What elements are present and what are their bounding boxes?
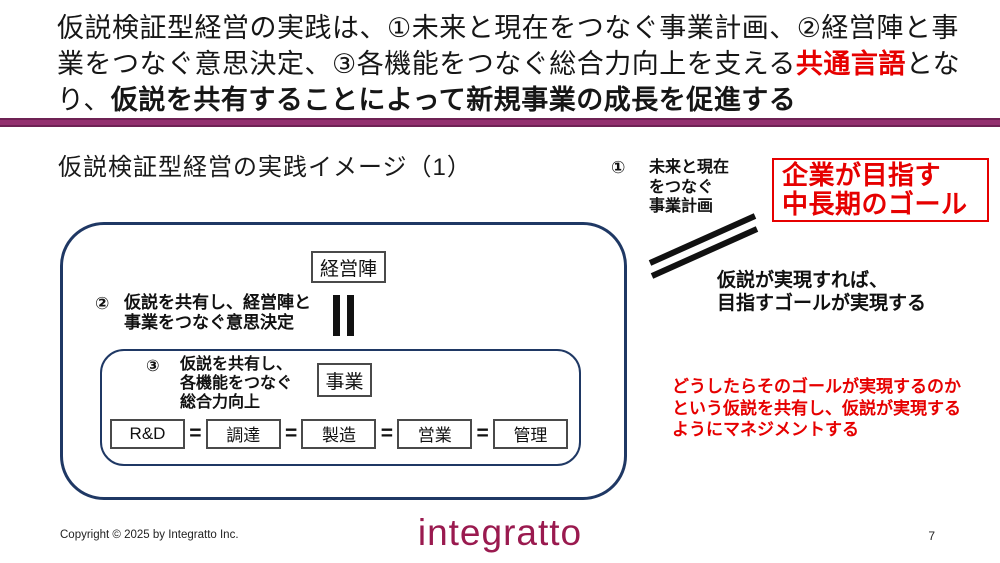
annotation3-text: 仮説を共有し、 各機能をつなぐ 総合力向上	[180, 355, 292, 412]
annotation3-line: 総合力向上	[180, 394, 261, 411]
title-highlight: 共通言語	[795, 49, 906, 79]
diagonal-equals-connector	[648, 213, 759, 279]
function-row: R&D = 調達 = 製造 = 営業 = 管理	[110, 418, 568, 449]
function-box-rd: R&D	[110, 418, 185, 449]
slide-title: 仮説検証型経営の実践は、①未来と現在をつなぐ事業計画、②経営陣と事業をつなぐ意思…	[57, 10, 963, 118]
annotation2-text: 仮説を共有し、経営陣と 事業をつなぐ意思決定	[124, 293, 311, 333]
hypothesis-note-line: 仮説が実現すれば、	[717, 270, 889, 291]
annotation1-line: 事業計画	[649, 198, 714, 215]
management-note-line: どうしたらそのゴールが実現するのか	[672, 377, 961, 396]
annotation3-line: 仮説を共有し、	[180, 356, 293, 373]
annotation2-line: 仮説を共有し、経営陣と	[124, 293, 311, 312]
management-box: 経営陣	[311, 251, 386, 283]
function-box-admin: 管理	[492, 418, 568, 449]
annotation1-line: をつなぐ	[649, 178, 714, 196]
equals-sign: =	[284, 421, 298, 445]
company-logo: integratto	[417, 512, 583, 553]
title-part2: となり、	[57, 49, 961, 115]
annotation3-number: ③	[146, 358, 160, 375]
business-box: 事業	[317, 363, 372, 397]
goal-box-line: 中長期のゴール	[782, 189, 968, 219]
management-note-line: ようにマネジメントする	[672, 420, 859, 439]
page-number: 7	[928, 529, 935, 543]
annotation2-number: ②	[95, 294, 110, 313]
title-part3: 仮説を共有することによって新規事業の成長を促進する	[110, 85, 797, 115]
equals-sign: =	[476, 421, 489, 445]
page-subtitle: 仮説検証型経営の実践イメージ（1）	[58, 154, 472, 181]
annotation2-line: 事業をつなぐ意思決定	[124, 313, 294, 332]
management-note-line: という仮説を共有し、仮説が実現する	[672, 398, 961, 418]
annotation1-text: 未来と現在 をつなぐ 事業計画	[649, 158, 729, 217]
goal-box: 企業が目指す 中長期のゴール	[772, 158, 989, 222]
annotation1-line: 未来と現在	[649, 159, 730, 176]
function-box-procurement: 調達	[205, 418, 281, 449]
hypothesis-note: 仮説が実現すれば、 目指すゴールが実現する	[717, 269, 926, 315]
function-box-sales: 営業	[397, 418, 473, 449]
annotation1-number: ①	[611, 158, 626, 177]
function-box-manufacturing: 製造	[301, 418, 377, 449]
equals-sign: =	[189, 421, 202, 445]
equals-sign: =	[380, 421, 393, 445]
copyright-text: Copyright © 2025 by Integratto Inc.	[60, 529, 239, 541]
annotation3-line: 各機能をつなぐ	[180, 375, 293, 392]
vertical-equals-connector	[333, 295, 354, 336]
hypothesis-note-line: 目指すゴールが実現する	[717, 293, 927, 314]
goal-box-line: 企業が目指す	[782, 160, 942, 190]
title-part1: 仮説検証型経営の実践は、①未来と現在をつなぐ事業計画、②経営陣と事業をつなぐ意思…	[57, 13, 959, 79]
divider-bar	[0, 118, 1000, 127]
management-note: どうしたらそのゴールが実現するのか という仮説を共有し、仮説が実現する ようにマ…	[672, 376, 961, 441]
